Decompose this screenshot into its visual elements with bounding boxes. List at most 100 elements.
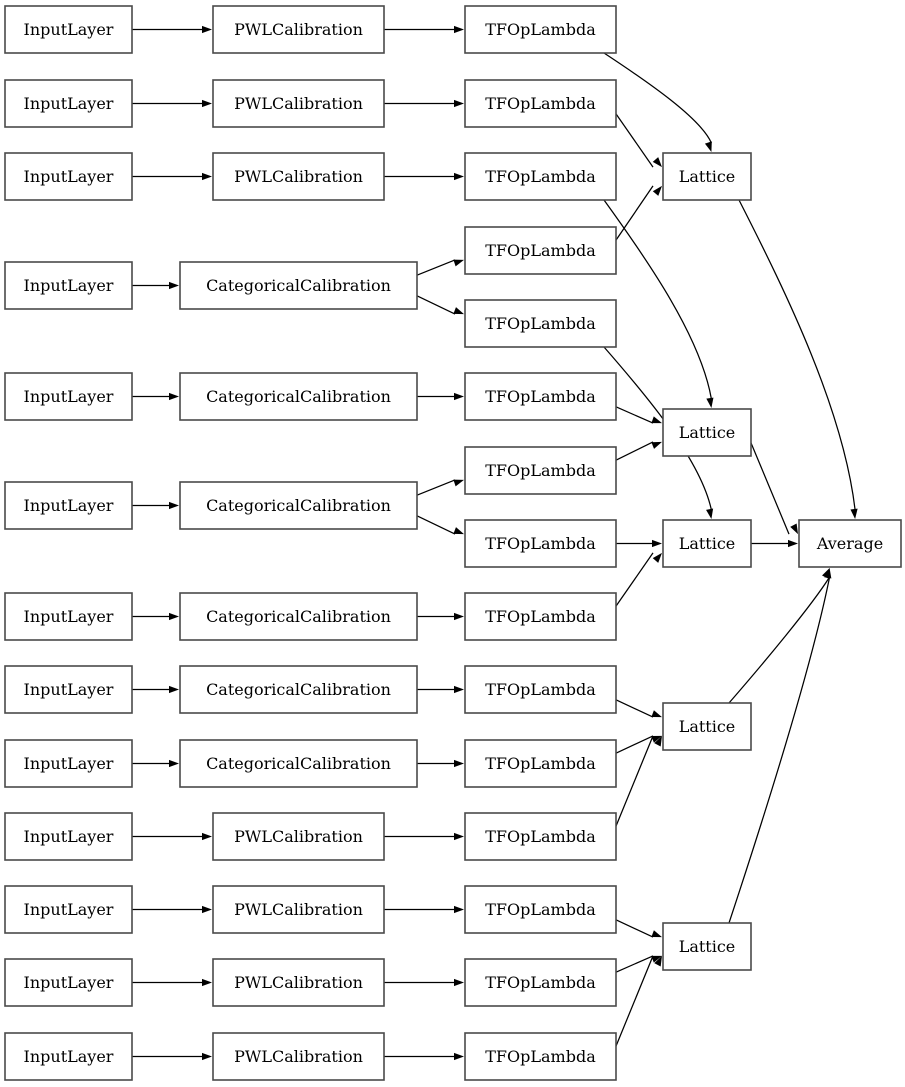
node-tfop-op9[interactable]: TFOpLambda: [464, 592, 617, 641]
node-tfop-op13[interactable]: TFOpLambda: [464, 885, 617, 934]
node-box-op11[interactable]: [464, 739, 617, 788]
node-lattice-lat2[interactable]: Lattice: [662, 408, 752, 457]
node-box-lat5[interactable]: [662, 922, 752, 971]
node-categorical-cal4[interactable]: CategoricalCalibration: [179, 261, 418, 310]
node-box-cal3[interactable]: [212, 152, 385, 201]
node-box-in1[interactable]: [4, 5, 133, 54]
node-box-in7[interactable]: [4, 592, 133, 641]
node-input-in5[interactable]: InputLayer: [4, 372, 133, 421]
arrowhead-in9-to-cal9: [169, 759, 179, 768]
node-tfop-op12[interactable]: TFOpLambda: [464, 812, 617, 861]
node-tfop-op4[interactable]: TFOpLambda: [464, 226, 617, 275]
node-box-cal6[interactable]: [179, 481, 418, 530]
arrowhead-op8-to-lat3: [652, 539, 662, 548]
node-box-cal9[interactable]: [179, 739, 418, 788]
node-box-cal7[interactable]: [179, 592, 418, 641]
node-tfop-op1[interactable]: TFOpLambda: [464, 5, 617, 54]
node-box-in13[interactable]: [4, 1032, 133, 1081]
node-lattice-lat1[interactable]: Lattice: [662, 152, 752, 201]
node-box-in2[interactable]: [4, 79, 133, 128]
node-box-op6[interactable]: [464, 372, 617, 421]
node-input-in4[interactable]: InputLayer: [4, 261, 133, 310]
node-box-cal13[interactable]: [212, 1032, 385, 1081]
node-box-op10[interactable]: [464, 665, 617, 714]
node-box-op4[interactable]: [464, 226, 617, 275]
node-tfop-op8[interactable]: TFOpLambda: [464, 519, 617, 568]
node-box-op3[interactable]: [464, 152, 617, 201]
node-tfop-op6[interactable]: TFOpLambda: [464, 372, 617, 421]
node-categorical-cal9[interactable]: CategoricalCalibration: [179, 739, 418, 788]
node-box-cal2[interactable]: [212, 79, 385, 128]
node-pwl-cal10[interactable]: PWLCalibration: [212, 812, 385, 861]
node-box-lat2[interactable]: [662, 408, 752, 457]
node-box-in10[interactable]: [4, 812, 133, 861]
node-input-in13[interactable]: InputLayer: [4, 1032, 133, 1081]
node-input-in8[interactable]: InputLayer: [4, 665, 133, 714]
node-tfop-op5[interactable]: TFOpLambda: [464, 299, 617, 348]
node-box-cal12[interactable]: [212, 958, 385, 1007]
node-box-op1[interactable]: [464, 5, 617, 54]
node-box-cal8[interactable]: [179, 665, 418, 714]
node-pwl-cal3[interactable]: PWLCalibration: [212, 152, 385, 201]
node-categorical-cal8[interactable]: CategoricalCalibration: [179, 665, 418, 714]
node-box-in11[interactable]: [4, 885, 133, 934]
node-pwl-cal11[interactable]: PWLCalibration: [212, 885, 385, 934]
node-input-in1[interactable]: InputLayer: [4, 5, 133, 54]
node-box-lat3[interactable]: [662, 519, 752, 568]
node-box-cal10[interactable]: [212, 812, 385, 861]
node-box-cal1[interactable]: [212, 5, 385, 54]
node-box-in4[interactable]: [4, 261, 133, 310]
node-box-op14[interactable]: [464, 958, 617, 1007]
arrowhead-cal10-to-op12: [454, 832, 464, 841]
node-lattice-lat4[interactable]: Lattice: [662, 702, 752, 751]
node-lattice-lat5[interactable]: Lattice: [662, 922, 752, 971]
node-box-in8[interactable]: [4, 665, 133, 714]
node-tfop-op10[interactable]: TFOpLambda: [464, 665, 617, 714]
node-tfop-op11[interactable]: TFOpLambda: [464, 739, 617, 788]
node-input-in9[interactable]: InputLayer: [4, 739, 133, 788]
node-pwl-cal2[interactable]: PWLCalibration: [212, 79, 385, 128]
node-input-in2[interactable]: InputLayer: [4, 79, 133, 128]
node-box-in9[interactable]: [4, 739, 133, 788]
node-input-in11[interactable]: InputLayer: [4, 885, 133, 934]
node-tfop-op14[interactable]: TFOpLambda: [464, 958, 617, 1007]
node-lattice-lat3[interactable]: Lattice: [662, 519, 752, 568]
node-categorical-cal5[interactable]: CategoricalCalibration: [179, 372, 418, 421]
node-input-in7[interactable]: InputLayer: [4, 592, 133, 641]
node-input-in10[interactable]: InputLayer: [4, 812, 133, 861]
node-box-lat1[interactable]: [662, 152, 752, 201]
node-box-op9[interactable]: [464, 592, 617, 641]
node-box-in3[interactable]: [4, 152, 133, 201]
node-box-cal11[interactable]: [212, 885, 385, 934]
node-pwl-cal1[interactable]: PWLCalibration: [212, 5, 385, 54]
node-box-op13[interactable]: [464, 885, 617, 934]
node-categorical-cal6[interactable]: CategoricalCalibration: [179, 481, 418, 530]
node-tfop-op7[interactable]: TFOpLambda: [464, 446, 617, 495]
node-box-op2[interactable]: [464, 79, 617, 128]
node-input-in3[interactable]: InputLayer: [4, 152, 133, 201]
node-box-in12[interactable]: [4, 958, 133, 1007]
node-categorical-cal7[interactable]: CategoricalCalibration: [179, 592, 418, 641]
node-box-avg[interactable]: [798, 519, 902, 568]
node-box-cal4[interactable]: [179, 261, 418, 310]
node-input-in6[interactable]: InputLayer: [4, 481, 133, 530]
node-pwl-cal12[interactable]: PWLCalibration: [212, 958, 385, 1007]
node-box-cal5[interactable]: [179, 372, 418, 421]
node-box-op8[interactable]: [464, 519, 617, 568]
node-pwl-cal13[interactable]: PWLCalibration: [212, 1032, 385, 1081]
node-input-in12[interactable]: InputLayer: [4, 958, 133, 1007]
node-average-avg[interactable]: Average: [798, 519, 902, 568]
node-box-in6[interactable]: [4, 481, 133, 530]
node-box-lat4[interactable]: [662, 702, 752, 751]
edge-op13-to-lat5: [615, 919, 654, 938]
node-box-op15[interactable]: [464, 1032, 617, 1081]
node-tfop-op15[interactable]: TFOpLambda: [464, 1032, 617, 1081]
arrowhead-op7-to-lat2: [651, 441, 662, 449]
node-box-in5[interactable]: [4, 372, 133, 421]
node-tfop-op3[interactable]: TFOpLambda: [464, 152, 617, 201]
node-box-op7[interactable]: [464, 446, 617, 495]
node-box-op5[interactable]: [464, 299, 617, 348]
arrowhead-cal7-to-op9: [454, 612, 464, 621]
node-box-op12[interactable]: [464, 812, 617, 861]
node-tfop-op2[interactable]: TFOpLambda: [464, 79, 617, 128]
